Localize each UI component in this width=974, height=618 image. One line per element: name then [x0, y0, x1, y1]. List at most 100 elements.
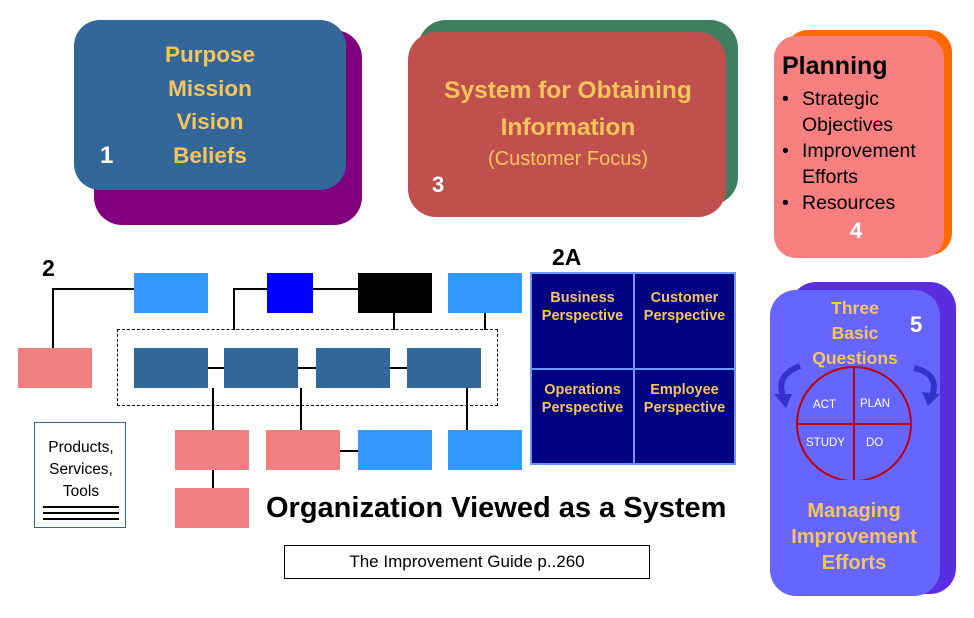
citation-text: The Improvement Guide p..260	[349, 552, 585, 571]
org-box	[448, 273, 522, 313]
connector-line	[466, 388, 468, 430]
questions-line: Basic	[831, 323, 879, 343]
panel1-line: Beliefs	[173, 142, 247, 168]
connector-line	[233, 288, 267, 290]
connector-line	[208, 367, 224, 369]
bullet-item: • Strategic Objectives	[782, 86, 942, 138]
quadrant-line: Perspective	[541, 308, 624, 324]
bullet-dot: •	[782, 88, 789, 110]
panel1-line: Vision	[176, 109, 244, 134]
connector-line	[52, 288, 54, 348]
panel4-card	[774, 36, 944, 258]
bullet-text: Improvement Efforts	[802, 140, 916, 188]
quadrant-line: Employee	[650, 382, 719, 398]
quadrant-line: Customer	[650, 290, 719, 306]
doc-rule	[43, 512, 119, 514]
footer-line: Efforts	[821, 552, 887, 574]
org-box	[267, 273, 313, 313]
quadrant-line: Perspective	[643, 400, 726, 416]
footer-line: Managing	[807, 500, 901, 522]
connector-line	[298, 367, 316, 369]
arrow-left-icon	[778, 363, 802, 400]
quadrant-line: Business	[550, 290, 615, 306]
panel3-number: 3	[432, 172, 445, 197]
arrow-left-head-icon	[774, 394, 792, 408]
pdsa-cycle	[774, 363, 940, 480]
products-document: Products, Services, Tools	[34, 422, 126, 528]
quadrant-line: Operations	[544, 382, 621, 398]
quadrant-line: Perspective	[643, 308, 726, 324]
panel5-number: 5	[910, 312, 923, 337]
products-line: Services,	[49, 461, 113, 478]
connector-line	[484, 312, 486, 330]
perspectives-label: 2A	[552, 244, 582, 270]
questions-line: Three	[831, 298, 879, 318]
panel4-number: 4	[850, 218, 863, 243]
products-line: Tools	[62, 483, 100, 500]
bullet-text: Strategic Objectives	[802, 88, 894, 136]
process-boundary	[117, 329, 498, 406]
panel3-title-line: System for Obtaining	[444, 77, 692, 104]
arrow-right-head-icon	[922, 392, 940, 406]
org-label: 2	[42, 255, 55, 281]
panel3-card	[408, 32, 726, 217]
questions-line: Questions	[812, 348, 898, 368]
connector-line	[390, 367, 407, 369]
connector-line	[52, 288, 134, 290]
citation-box: The Improvement Guide p..260	[284, 545, 650, 579]
panel4-bullets: • Strategic Objectives • Improvement Eff…	[782, 86, 942, 216]
panel3-text: System for Obtaining Information (Custom…	[418, 72, 718, 172]
connector-line	[340, 450, 358, 452]
supplier-box	[18, 348, 92, 388]
panel5-footer: Managing Improvement Efforts	[776, 498, 932, 576]
bullet-text: Resources	[802, 192, 896, 214]
bullet-item: • Improvement Efforts	[782, 138, 942, 190]
process-box	[134, 348, 208, 388]
footer-line: Improvement	[791, 526, 917, 548]
panel4-title: Planning	[782, 52, 888, 80]
panel5-questions: Three Basic Questions	[800, 296, 910, 371]
panel1-line: Purpose	[164, 42, 256, 67]
connector-line	[212, 470, 214, 488]
panel3-subtitle: (Customer Focus)	[487, 148, 649, 170]
pdsa-plan: PLAN	[860, 398, 891, 410]
doc-rule	[43, 506, 119, 508]
org-box	[358, 273, 432, 313]
customer-box	[175, 430, 249, 470]
panel1-line: Mission	[168, 75, 252, 101]
products-text: Products, Services, Tools	[35, 437, 127, 503]
panel1-card	[74, 20, 346, 190]
connector-line	[300, 388, 302, 430]
doc-rule	[43, 518, 119, 520]
bullet-item: • Resources	[782, 190, 942, 216]
connector-line	[313, 288, 359, 290]
bullet-dot: •	[782, 192, 789, 214]
pdsa-act: ACT	[813, 399, 836, 411]
panel1-text: Purpose Mission Vision Beliefs	[150, 38, 270, 172]
customer-box	[266, 430, 340, 470]
process-box	[316, 348, 390, 388]
pdsa-study: STUDY	[806, 437, 845, 449]
pdsa-do: DO	[866, 437, 884, 449]
connector-line	[212, 388, 214, 430]
org-box	[448, 430, 522, 470]
bullet-dot: •	[782, 140, 789, 162]
grid-divider-h	[532, 368, 734, 370]
main-title: Organization Viewed as a System	[266, 492, 727, 524]
org-box	[134, 273, 208, 313]
quadrant-line: Perspective	[541, 400, 624, 416]
connector-line	[233, 288, 235, 330]
panel3-title-line: Information	[500, 114, 636, 141]
products-line: Products,	[48, 439, 114, 456]
process-box	[224, 348, 298, 388]
process-box	[407, 348, 481, 388]
org-box	[358, 430, 432, 470]
panel1-number: 1	[100, 142, 114, 169]
customer-box	[175, 488, 249, 528]
connector-line	[393, 312, 395, 330]
